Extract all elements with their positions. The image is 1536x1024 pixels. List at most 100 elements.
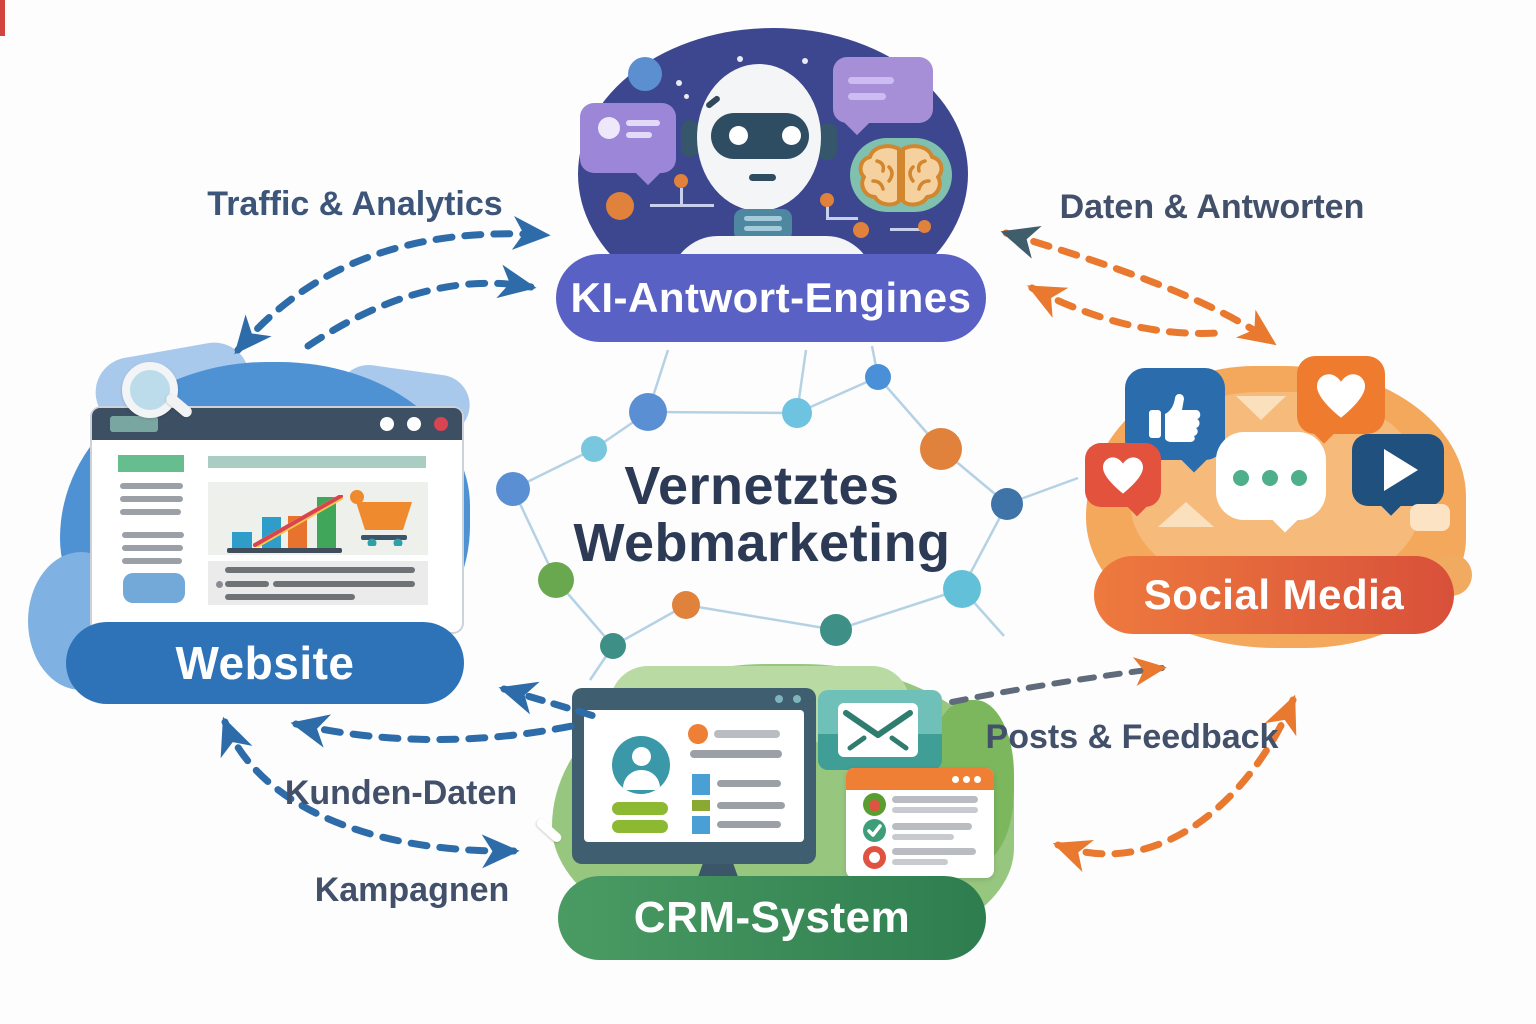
circuit-line xyxy=(826,217,858,220)
circuit-node xyxy=(606,192,634,220)
title-line-1: Vernetztes xyxy=(624,456,900,516)
avocado-core xyxy=(869,800,880,811)
typing-dot xyxy=(1262,470,1278,486)
blue-accent-circle xyxy=(628,57,662,91)
arrow-ki-social-upper xyxy=(1000,226,1277,346)
window-dot-close xyxy=(434,417,448,431)
monitor-dot xyxy=(775,695,783,703)
sparkle-dot xyxy=(802,58,808,64)
brain-icon xyxy=(858,144,944,207)
typing-dot xyxy=(1291,470,1307,486)
arrow-crm-website-upper xyxy=(290,714,576,748)
robot-neck-line xyxy=(744,226,782,231)
heart-icon xyxy=(1103,457,1143,494)
circle-icon xyxy=(863,846,886,869)
check-icon xyxy=(863,819,886,842)
social-node-pill: Social Media xyxy=(1094,556,1454,634)
circuit-node xyxy=(674,174,688,188)
monitor-dot xyxy=(793,695,801,703)
robot-neck xyxy=(734,209,792,241)
text-line xyxy=(273,581,415,587)
status-dot xyxy=(688,724,708,744)
text-line xyxy=(120,496,183,502)
text-line xyxy=(120,509,181,515)
avatar xyxy=(612,736,670,794)
text-line xyxy=(714,730,780,738)
bullet-dot xyxy=(216,581,223,588)
circuit-node xyxy=(853,222,869,238)
arrow-website-ki-upper xyxy=(234,215,551,355)
typing-bubble xyxy=(1216,432,1326,533)
sparkle-dot xyxy=(737,56,743,62)
ki-node-label: KI-Antwort-Engines xyxy=(570,274,972,321)
video-bubble xyxy=(1352,434,1444,516)
diagram-title: Vernetztes Webmarketing xyxy=(573,458,950,572)
content-heading-block xyxy=(118,455,184,472)
shopping-cart-icon xyxy=(350,490,412,546)
robot-eye-left xyxy=(729,126,748,145)
screen-edge-artifact xyxy=(0,0,5,36)
text-line xyxy=(122,532,184,538)
edge-label-posts-feedback: Posts & Feedback xyxy=(985,718,1279,756)
edge-label-daten-antworten: Daten & Antworten xyxy=(1059,188,1365,226)
text-line xyxy=(122,545,183,551)
list-swatch xyxy=(692,816,710,834)
bubble-text-line xyxy=(848,93,886,100)
circuit-node xyxy=(918,220,931,233)
text-line xyxy=(892,848,976,855)
chat-bubble-icon xyxy=(833,57,933,136)
envelope-icon xyxy=(838,703,918,757)
thumbs-up-icon xyxy=(1149,393,1201,442)
checklist-header xyxy=(846,768,994,790)
play-icon xyxy=(1384,449,1418,491)
robot-mouth xyxy=(749,174,776,181)
circuit-line xyxy=(826,205,829,219)
edge-label-kampagnen: Kampagnen xyxy=(314,871,510,909)
edge-label-traffic-analytics: Traffic & Analytics xyxy=(207,185,503,223)
bubble-text-line xyxy=(626,132,652,138)
robot-neck-line xyxy=(744,216,782,221)
edge-label-kunden-daten: Kunden-Daten xyxy=(284,774,518,812)
heart-icon xyxy=(1317,374,1365,418)
triangle-decoration xyxy=(1236,396,1286,420)
magnifier-icon xyxy=(122,362,178,418)
browser-url-box xyxy=(110,416,158,432)
email-card xyxy=(818,690,942,770)
network-dot xyxy=(629,393,667,431)
browser-window xyxy=(92,408,462,632)
list-swatch xyxy=(692,800,710,811)
text-line xyxy=(717,802,785,809)
text-line xyxy=(892,834,954,840)
trend-line xyxy=(253,495,343,547)
text-line xyxy=(717,821,781,828)
arrow-crm-social-posts xyxy=(949,657,1167,705)
robot-ear-right xyxy=(818,123,837,160)
text-line xyxy=(690,750,782,758)
heart-bubble-orange xyxy=(1297,356,1385,444)
crm-monitor xyxy=(572,688,816,864)
text-line xyxy=(892,859,948,865)
text-line xyxy=(892,807,978,813)
window-dot xyxy=(952,776,959,783)
website-node-pill: Website xyxy=(66,622,464,704)
crm-node-label: CRM-System xyxy=(633,893,911,942)
avocado-icon xyxy=(863,793,886,816)
cta-button xyxy=(123,573,185,603)
triangle-decoration xyxy=(1158,502,1214,527)
small-bubble-decoration xyxy=(1410,504,1450,531)
text-line xyxy=(120,483,183,489)
chat-bubble-icon xyxy=(580,103,676,186)
list-swatch xyxy=(692,774,710,795)
bar xyxy=(232,532,252,550)
window-dot xyxy=(407,417,421,431)
avatar-shoulders xyxy=(623,770,660,790)
text-line xyxy=(717,780,781,787)
bubble-text-line xyxy=(848,77,894,84)
bubble-avatar-dot xyxy=(598,117,620,139)
text-line xyxy=(225,581,269,587)
ki-node-pill: KI-Antwort-Engines xyxy=(556,254,986,342)
circuit-line xyxy=(890,228,924,231)
text-line xyxy=(892,796,978,803)
chart-panel xyxy=(208,482,428,555)
sparkle-dot xyxy=(684,94,689,99)
